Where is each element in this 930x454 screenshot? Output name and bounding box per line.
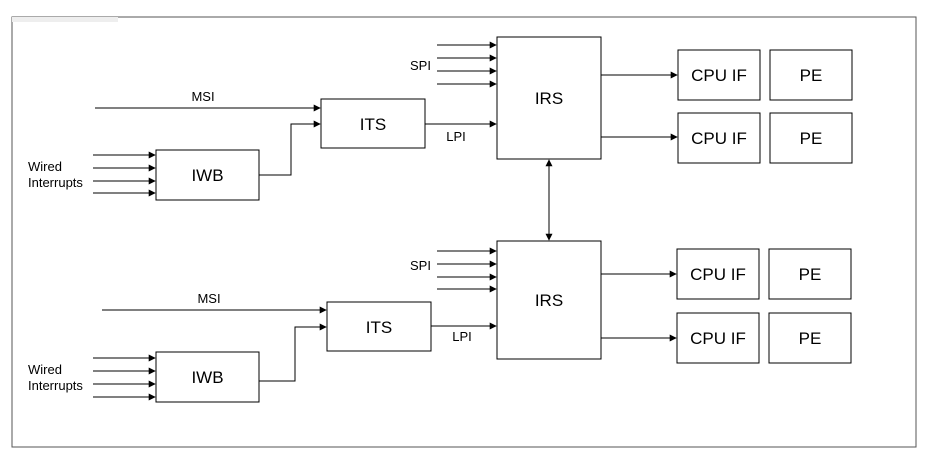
cpu-if-box: [676, 248, 760, 300]
pe-label: PE: [800, 129, 823, 148]
lpi-label: LPI: [452, 329, 472, 344]
cluster-bottom: Wired Interrupts IWB MSI ITS LPI SPI IRS…: [28, 240, 852, 403]
cpu-if-box: [677, 49, 761, 101]
cpu-if-box: [676, 312, 760, 364]
its-label: ITS: [360, 115, 386, 134]
iwb-label: IWB: [191, 368, 223, 387]
msi-label: MSI: [191, 89, 214, 104]
cpu-if-label: CPU IF: [691, 66, 747, 85]
msi-label: MSI: [197, 291, 220, 306]
wired-label: Wired: [28, 362, 62, 377]
wired-label: Interrupts: [28, 378, 83, 393]
iwb-to-its-line: [259, 120, 321, 176]
irs-label: IRS: [535, 89, 563, 108]
its-box: [320, 98, 426, 149]
cpu-if-box: [677, 112, 761, 164]
irs-label: IRS: [535, 291, 563, 310]
its-label: ITS: [366, 318, 392, 337]
lpi-label: LPI: [446, 129, 466, 144]
pe-box: [769, 49, 853, 101]
irs-box: [496, 36, 602, 160]
pe-label: PE: [799, 265, 822, 284]
cpu-if-label: CPU IF: [690, 265, 746, 284]
frame-tab: [12, 17, 118, 22]
iwb-box: [155, 149, 260, 201]
spi-label: SPI: [410, 58, 431, 73]
cluster-top: Wired Interrupts IWB MSI ITS LPI SPI IRS…: [28, 36, 853, 201]
pe-box: [769, 112, 853, 164]
irs-box: [496, 240, 602, 360]
iwb-to-its-line: [259, 323, 327, 382]
pe-box: [768, 312, 852, 364]
iwb-box: [155, 351, 260, 403]
pe-box: [768, 248, 852, 300]
spi-label: SPI: [410, 258, 431, 273]
pe-label: PE: [800, 66, 823, 85]
pe-label: PE: [799, 329, 822, 348]
cpu-if-label: CPU IF: [690, 329, 746, 348]
cpu-if-label: CPU IF: [691, 129, 747, 148]
its-box: [326, 301, 432, 352]
wired-label: Wired: [28, 159, 62, 174]
iwb-label: IWB: [191, 166, 223, 185]
wired-label: Interrupts: [28, 175, 83, 190]
